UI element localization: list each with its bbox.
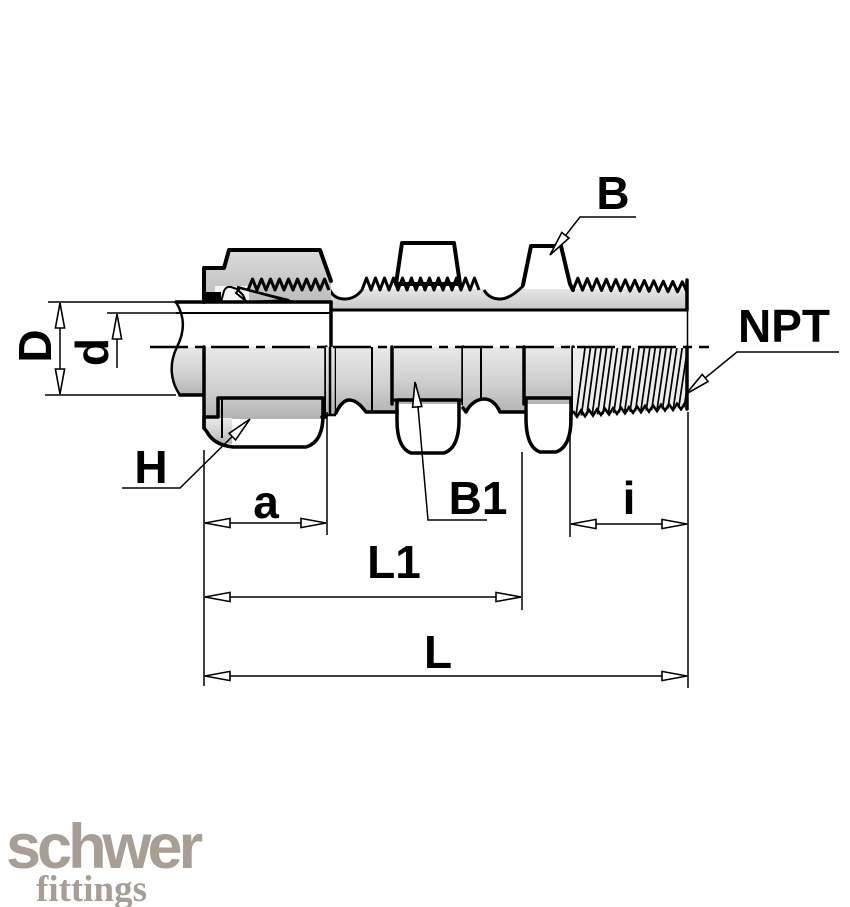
label-d: d xyxy=(66,338,118,366)
npt-hatch-line xyxy=(666,348,678,410)
thread-zigzag-mid xyxy=(360,276,481,292)
extension-lines xyxy=(45,301,689,688)
label-L1: L1 xyxy=(367,536,421,588)
arrowhead xyxy=(495,591,522,603)
lower-exterior-view xyxy=(202,345,698,455)
tube xyxy=(170,300,333,397)
npt-hatch-line xyxy=(607,348,619,414)
body-hex-top xyxy=(521,244,575,292)
union-nut-top-outline xyxy=(202,248,333,304)
arrowhead xyxy=(411,381,423,409)
label-NPT: NPT xyxy=(738,300,830,352)
leader-NPT xyxy=(687,351,839,393)
ferrule-yellow xyxy=(219,285,248,303)
arrowhead xyxy=(685,373,710,395)
label-B: B xyxy=(596,167,629,219)
npt-hatch-line xyxy=(612,348,624,414)
locknut-hex-top xyxy=(394,241,462,286)
body-groove-1-edge xyxy=(334,398,399,415)
leader-B1 xyxy=(415,383,487,521)
npt-hatch-line xyxy=(661,348,673,410)
body-wall-band xyxy=(331,289,687,310)
nut-back-fill xyxy=(204,347,326,419)
npt-hatch-line xyxy=(596,348,608,415)
thread-zigzag-nut xyxy=(246,277,331,292)
npt-hatch-line xyxy=(650,348,662,411)
arrowhead xyxy=(570,518,597,530)
arrowhead xyxy=(204,517,231,529)
npt-hatch-line xyxy=(623,348,635,413)
npt-hatch-line xyxy=(689,348,698,408)
logo-schwer: schwer xyxy=(6,812,203,882)
npt-thread-hatch xyxy=(575,348,698,417)
npt-hatch-line xyxy=(645,348,657,412)
arrowhead xyxy=(661,518,688,530)
nut-shoulder-black xyxy=(204,292,221,303)
npt-hatch-line xyxy=(575,348,586,417)
thread-relief-2 xyxy=(484,281,523,299)
npt-hatch-line xyxy=(639,348,651,412)
npt-hatch-line xyxy=(629,348,640,413)
body-groove-2-edge xyxy=(461,397,526,414)
label-B1: B1 xyxy=(449,472,508,524)
upper-section-view xyxy=(202,241,689,347)
body-groove-2-fill xyxy=(463,347,524,412)
nut-front-flat xyxy=(202,396,325,449)
npt-hatch-line xyxy=(585,348,597,416)
body-groove-1-fill xyxy=(336,347,397,413)
logo-fittings: fittings xyxy=(36,869,147,907)
brand-logo: schwer fittings xyxy=(6,812,207,907)
nut-left-chamfer-fill xyxy=(204,418,232,444)
npt-hatch-line xyxy=(656,348,667,411)
label-D: D xyxy=(9,329,61,362)
bodyhex-back-fill xyxy=(524,347,573,404)
arrowhead xyxy=(661,670,688,682)
thread-relief-1-edge xyxy=(328,289,364,301)
arrowhead xyxy=(54,368,66,395)
npt-hatch-line xyxy=(602,348,613,415)
arrowhead xyxy=(54,302,66,329)
label-i: i xyxy=(623,472,636,524)
tube-bottom-fill xyxy=(172,347,204,395)
label-a: a xyxy=(253,476,279,528)
thread-relief-2-edge xyxy=(482,284,525,301)
arrowhead xyxy=(549,231,571,256)
arrowhead xyxy=(204,670,231,682)
dimension-arrowheads xyxy=(54,231,710,682)
arrowhead xyxy=(111,313,123,340)
leader-H xyxy=(122,420,249,489)
locknut-back-fill xyxy=(392,347,463,404)
locknut-front-flat xyxy=(395,398,461,455)
arrowhead xyxy=(227,418,251,442)
npt-hatch-line xyxy=(580,348,592,416)
npt-thread-crests xyxy=(571,401,687,419)
npt-hatch-line xyxy=(634,348,646,412)
thread-zigzag-npt-top xyxy=(571,276,689,294)
npt-hatch-line xyxy=(672,348,684,410)
arrowhead xyxy=(204,591,231,603)
label-L: L xyxy=(424,626,452,678)
arrowhead xyxy=(300,517,327,529)
cutting-ring-edge xyxy=(236,285,294,304)
dimension-lines xyxy=(45,216,839,688)
dimension-label-group: B NPT D d H a B1 i L1 L xyxy=(9,167,830,678)
bodyhex-front-flat xyxy=(524,396,573,454)
label-H: H xyxy=(134,441,167,493)
npt-hatch-line xyxy=(618,348,630,413)
npt-hatch-line xyxy=(591,348,603,415)
